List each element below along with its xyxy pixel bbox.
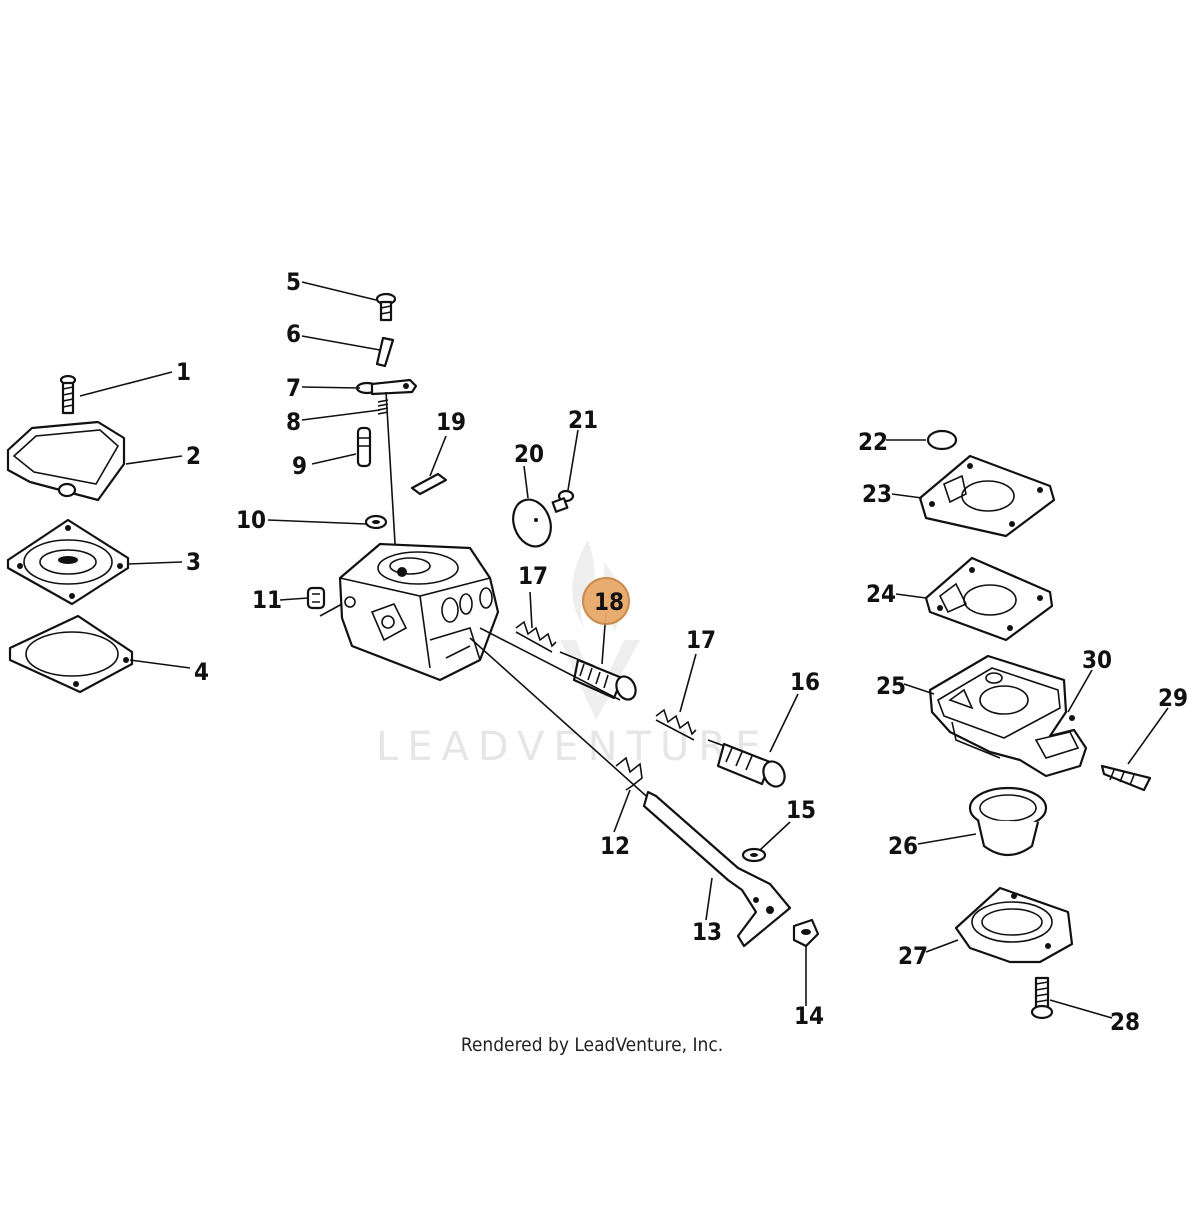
part-18-needle [559, 651, 637, 701]
callout-1[interactable]: 1 [176, 358, 191, 386]
part-10-clip [364, 514, 388, 530]
part-11-plug [306, 586, 326, 610]
callout-24[interactable]: 24 [866, 580, 896, 608]
choke-shaft [385, 391, 397, 561]
callout-21[interactable]: 21 [568, 406, 598, 434]
callout-29[interactable]: 29 [1158, 684, 1188, 712]
part-5-screw [375, 292, 397, 322]
callout-11[interactable]: 11 [252, 586, 282, 614]
callout-23[interactable]: 23 [862, 480, 892, 508]
leader-lines [79, 281, 1169, 1019]
part-26-primer-bulb [968, 786, 1048, 857]
callout-9[interactable]: 9 [292, 452, 307, 480]
callout-14[interactable]: 14 [794, 1002, 824, 1030]
callout-12[interactable]: 12 [600, 832, 630, 860]
callout-2[interactable]: 2 [186, 442, 201, 470]
part-21-screw [551, 489, 575, 513]
part-1-screw [59, 374, 77, 415]
part-17-spring-upper [515, 620, 557, 653]
part-6-pin [375, 336, 395, 368]
callout-15[interactable]: 15 [786, 796, 816, 824]
callout-19[interactable]: 19 [436, 408, 466, 436]
credit-text: Rendered by LeadVenture, Inc. [460, 1034, 724, 1056]
part-27-flange [954, 886, 1074, 964]
callout-3[interactable]: 3 [186, 548, 201, 576]
part-29-screw [1100, 764, 1152, 792]
callout-5[interactable]: 5 [286, 268, 301, 296]
part-8-spring [377, 399, 389, 415]
callout-28[interactable]: 28 [1110, 1008, 1140, 1036]
callout-8[interactable]: 8 [286, 408, 301, 436]
callout-17-upper[interactable]: 17 [518, 562, 548, 590]
part-22-cap [926, 429, 958, 451]
part-13-lever [642, 790, 792, 948]
part-16-screw [707, 739, 786, 788]
part-4-gasket [8, 614, 134, 694]
part-14-pivot [792, 918, 820, 948]
part-19-seal [410, 472, 448, 496]
part-7-lever [355, 378, 418, 396]
watermark-text: LEADVENTURE [376, 724, 769, 770]
part-12-spring [615, 756, 643, 791]
part-3-diaphragm [6, 518, 130, 606]
part-24-diaphragm [924, 556, 1054, 642]
part-15-clip [741, 847, 767, 863]
callout-18-highlight[interactable] [582, 577, 630, 625]
callout-30[interactable]: 30 [1082, 646, 1112, 674]
callout-6[interactable]: 6 [286, 320, 301, 348]
callout-7[interactable]: 7 [286, 374, 301, 402]
callout-17-lower[interactable]: 17 [686, 626, 716, 654]
part-17-spring-lower [655, 708, 697, 741]
callout-13[interactable]: 13 [692, 918, 722, 946]
part-2-cover [6, 420, 126, 502]
part-25-cover [928, 654, 1088, 778]
callout-27[interactable]: 27 [898, 942, 928, 970]
callout-20[interactable]: 20 [514, 440, 544, 468]
part-9-needle [356, 426, 372, 468]
callout-26[interactable]: 26 [888, 832, 918, 860]
callout-16[interactable]: 16 [790, 668, 820, 696]
callout-18[interactable]: 18 [594, 588, 624, 616]
callout-25[interactable]: 25 [876, 672, 906, 700]
callout-4[interactable]: 4 [194, 658, 209, 686]
part-20-throttle-plate [512, 498, 552, 548]
part-23-gasket [918, 454, 1056, 538]
callout-10[interactable]: 10 [236, 506, 266, 534]
callout-22[interactable]: 22 [858, 428, 888, 456]
part-28-screw [1030, 976, 1054, 1020]
carburetor-body [319, 542, 500, 682]
